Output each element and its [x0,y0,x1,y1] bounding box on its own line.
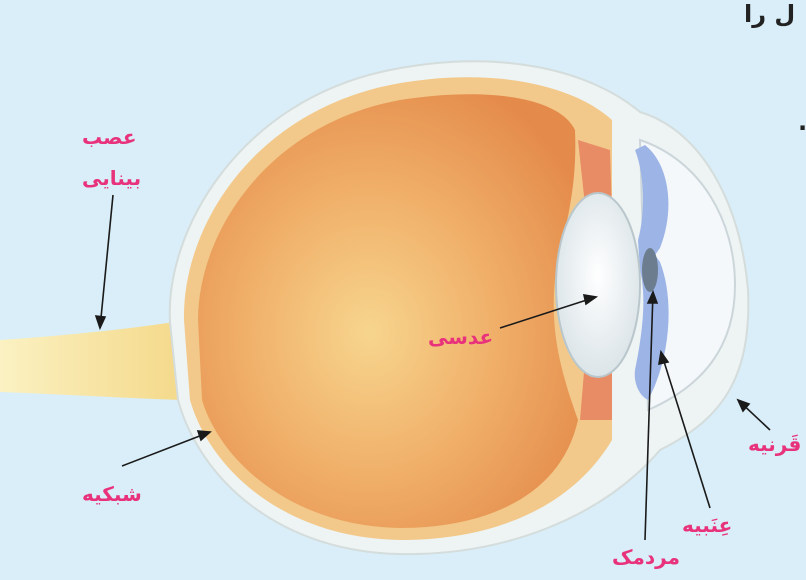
arrow-optic-nerve [100,195,113,328]
top-text-fragment-dot: . [798,108,806,136]
pupil-shape [642,248,658,292]
lens-shape [556,193,640,377]
label-cornea: قَرنیه [748,432,801,456]
top-text-fragment: ل را [744,0,795,28]
label-optic-nerve-line2: بینایی [82,166,141,190]
label-iris: عِنَبیه [682,513,732,537]
label-lens: عدسی [428,325,493,349]
label-optic-nerve-line1: عصب [82,125,137,149]
label-pupil: مردمک [612,545,680,569]
arrow-retina [122,432,210,466]
optic-nerve [0,322,182,400]
label-retina: شبکیه [82,482,142,506]
